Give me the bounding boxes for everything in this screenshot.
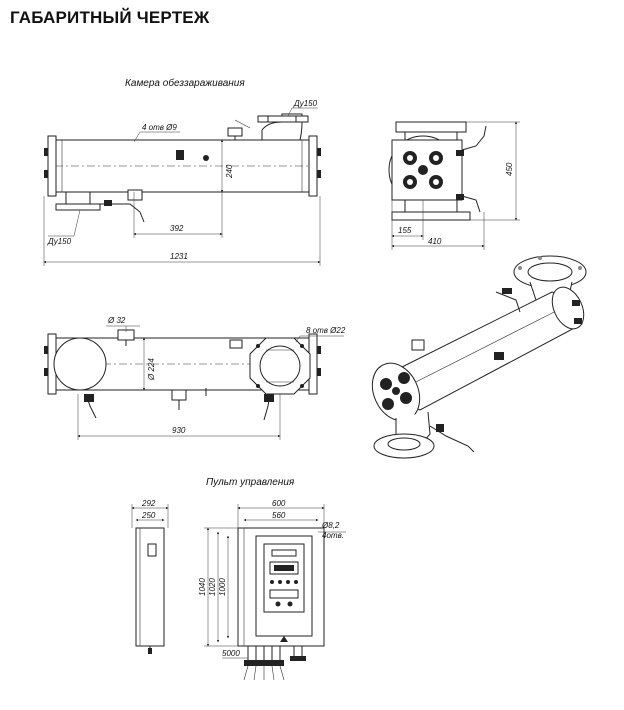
chamber-caption: Камера обеззараживания <box>125 77 245 89</box>
chamber-isometric-view <box>371 255 587 459</box>
dim-1040: 1040 <box>198 578 207 596</box>
dim-1020: 1020 <box>208 578 217 596</box>
dim-410: 410 <box>428 237 442 246</box>
dim-d8-2: Ø8,2 <box>321 521 340 530</box>
panel-side-view: 292 250 <box>131 499 169 654</box>
chamber-plan-view: Ø 32 Ø 224 8 отв Ø22 930 <box>44 316 346 440</box>
dim-930: 930 <box>172 426 186 435</box>
dim-155: 155 <box>398 226 412 235</box>
chamber-end-view: 450 155 410 <box>388 121 520 250</box>
dim-1231: 1231 <box>170 252 188 261</box>
dim-holes-flange: 8 отв Ø22 <box>306 326 346 335</box>
panel-caption: Пульт управления <box>206 477 295 488</box>
dim-4otv: 4отв. <box>322 531 344 540</box>
dim-du150-bottom: Ду150 <box>47 237 72 246</box>
dim-d32: Ø 32 <box>107 316 126 325</box>
dim-250: 250 <box>141 511 156 520</box>
panel-front-view: 600 560 Ø8,2 4отв. 1040 1020 1000 5000 <box>198 499 346 681</box>
dim-392: 392 <box>170 224 184 233</box>
chamber-side-view: 240 392 1231 4 отв Ø9 Ду150 Ду150 <box>43 99 321 266</box>
dim-holes-top: 4 отв Ø9 <box>142 123 177 132</box>
dim-560: 560 <box>272 511 286 520</box>
dim-1000: 1000 <box>218 578 227 596</box>
dim-d224: Ø 224 <box>147 358 156 381</box>
dim-600: 600 <box>272 499 286 508</box>
dim-240: 240 <box>225 164 234 179</box>
dim-du150-top: Ду150 <box>293 99 318 108</box>
page-title: ГАБАРИТНЫЙ ЧЕРТЕЖ <box>10 8 210 27</box>
dim-5000: 5000 <box>222 649 240 658</box>
dim-450: 450 <box>505 162 514 176</box>
dim-292: 292 <box>141 499 156 508</box>
